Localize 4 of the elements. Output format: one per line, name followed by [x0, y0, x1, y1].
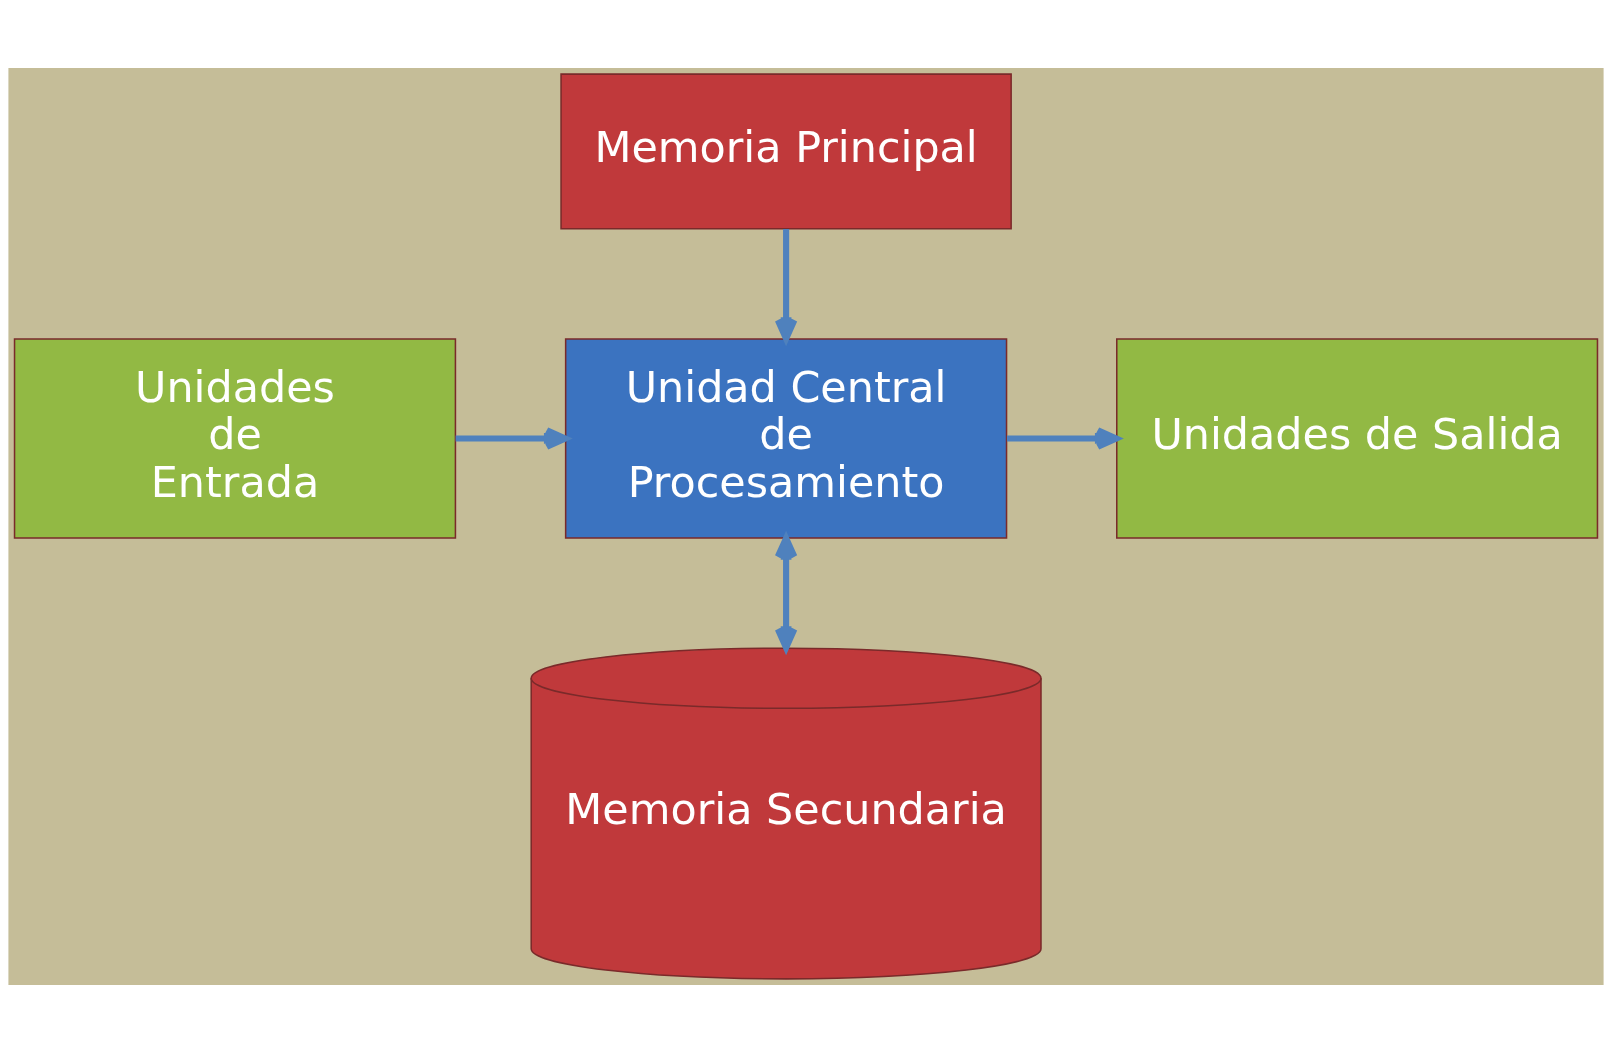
node-box: Unidad Central de Procesamiento — [564, 338, 1008, 539]
node-box: Memoria Principal — [560, 73, 1012, 230]
node-box: Unidades de Salida — [1116, 338, 1599, 539]
node-box: Unidades de Entrada — [13, 338, 457, 539]
